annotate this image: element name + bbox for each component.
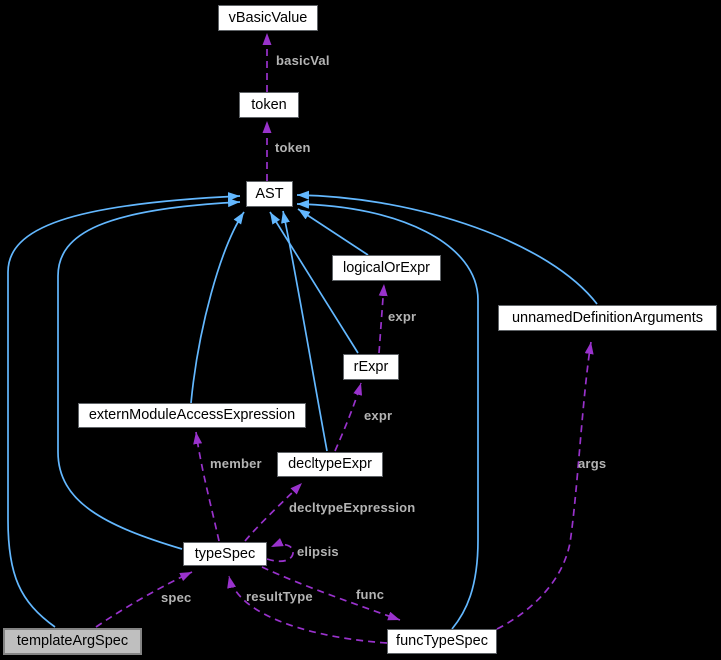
edge-inherit-functypespec-ast bbox=[296, 199, 479, 630]
node-functypespec[interactable]: funcTypeSpec bbox=[387, 629, 497, 654]
node-externmoduleaccessexpression[interactable]: externModuleAccessExpression bbox=[78, 403, 306, 428]
node-label: decltypeExpr bbox=[288, 456, 372, 473]
edge-inherit-logicalorexpr-ast bbox=[297, 208, 369, 256]
node-label: funcTypeSpec bbox=[396, 633, 488, 650]
edge-usage-resulttype bbox=[227, 575, 388, 644]
node-label: typeSpec bbox=[194, 545, 256, 562]
node-token[interactable]: token bbox=[239, 92, 299, 118]
node-unnameddefinitionarguments[interactable]: unnamedDefinitionArguments bbox=[498, 305, 717, 331]
node-ast[interactable]: AST bbox=[246, 181, 293, 207]
edge-label-spec: spec bbox=[161, 590, 192, 605]
edge-usage-expr-rexpr-logicalorexpr bbox=[378, 283, 388, 354]
edge-usage-elipsis-selfloop bbox=[266, 537, 294, 563]
edge-inherit-typespec-ast bbox=[57, 198, 241, 550]
node-templateargspec-current: templateArgSpec bbox=[3, 628, 142, 655]
node-label: logicalOrExpr bbox=[342, 259, 431, 276]
node-decltypeexpr[interactable]: decltypeExpr bbox=[277, 452, 383, 477]
edge-label-expr-lower: expr bbox=[364, 408, 393, 423]
edge-inherit-unnameddefargs-ast bbox=[296, 190, 598, 305]
edge-label-token: token bbox=[275, 140, 311, 155]
node-label: AST bbox=[255, 185, 284, 202]
edge-usage-func bbox=[261, 566, 401, 621]
edge-usage-args bbox=[496, 341, 594, 630]
edge-label-resulttype: resultType bbox=[246, 589, 313, 604]
node-vbasicvalue[interactable]: vBasicValue bbox=[218, 5, 318, 31]
edge-inherit-decltypeexpr-ast bbox=[281, 210, 328, 452]
node-label: templateArgSpec bbox=[16, 633, 129, 650]
node-rexpr[interactable]: rExpr bbox=[343, 354, 399, 380]
edge-usage-expr-decltypeexpr-rexpr bbox=[334, 382, 363, 452]
edge-label-args: args bbox=[578, 456, 607, 471]
edge-label-func: func bbox=[356, 587, 385, 602]
edge-label-basicval: basicVal bbox=[276, 53, 330, 68]
edge-usage-decltypeexpression bbox=[244, 482, 303, 542]
node-typespec[interactable]: typeSpec bbox=[183, 542, 267, 566]
edge-usage-spec bbox=[95, 571, 193, 628]
edge-label-decltypeexpression: decltypeExpression bbox=[289, 500, 416, 515]
edge-label-expr-upper: expr bbox=[388, 309, 417, 324]
node-label: token bbox=[251, 96, 287, 113]
edge-label-member: member bbox=[210, 456, 262, 471]
node-label: unnamedDefinitionArguments bbox=[511, 309, 704, 326]
node-label: rExpr bbox=[353, 358, 389, 375]
edge-usage-member bbox=[193, 431, 220, 542]
edge-inherit-templateargspec-ast bbox=[7, 192, 241, 628]
node-label: vBasicValue bbox=[228, 9, 308, 26]
edge-inherit-rexpr-ast bbox=[269, 211, 359, 354]
node-label: externModuleAccessExpression bbox=[88, 407, 296, 424]
edge-inherit-externmodule-ast bbox=[190, 211, 245, 404]
edge-label-elipsis: elipsis bbox=[297, 544, 339, 559]
node-logicalorexpr[interactable]: logicalOrExpr bbox=[332, 255, 441, 281]
